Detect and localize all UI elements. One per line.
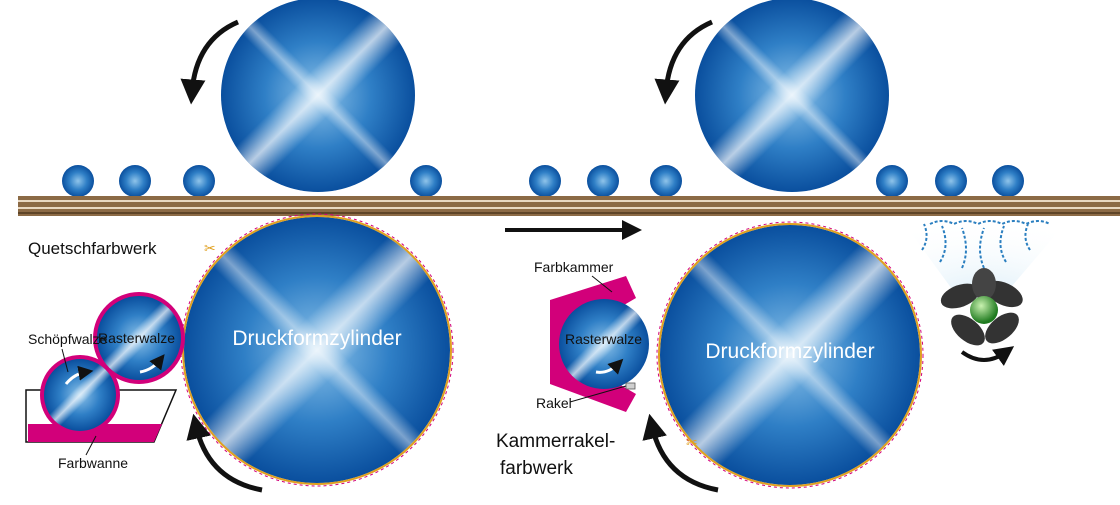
label-quetschfarbwerk: Quetschfarbwerk: [28, 239, 157, 258]
tape-mark-icon: ✂: [204, 240, 216, 256]
guide-roller: [935, 165, 967, 197]
roller-rotation-arrow: [139, 354, 165, 374]
leader-line: [85, 435, 97, 456]
rotation-arrow-top-right: [654, 19, 714, 105]
rotation-arrow-top-left: [180, 19, 240, 105]
guide-roller: [992, 165, 1024, 197]
guide-roller: [876, 165, 908, 197]
rotation-arrow-bottom-left: [186, 413, 263, 493]
plate-cylinder-left-label: Druckformzylinder: [232, 327, 401, 350]
label-farbkammer: Farbkammer: [534, 259, 614, 275]
dryer-spray: [900, 218, 1070, 300]
plate-cylinder-left: [180, 213, 454, 487]
leader-line: [591, 275, 613, 293]
guide-rollers: [62, 165, 1024, 197]
impression-cylinder-right: [695, 0, 889, 192]
roller-rotation-arrow: [595, 358, 624, 375]
label-rasterwalze-left: Rasterwalze: [98, 330, 175, 346]
guide-roller: [183, 165, 215, 197]
label-farbwanne: Farbwanne: [58, 455, 128, 471]
guide-roller: [587, 165, 619, 197]
impression-cylinder-left: [221, 0, 415, 192]
anilox-roller-right: [559, 299, 649, 389]
label-schoepfwalze: Schöpfwalze: [28, 331, 108, 347]
label-kammerrakel-line1: Kammerrakel-: [496, 431, 615, 452]
rotation-arrow-fan: [960, 346, 1015, 366]
roller-rotation-arrow: [64, 365, 94, 385]
tape-mark-icon: ✂: [686, 434, 698, 450]
label-kammerrakel-line2: farbwerk: [500, 458, 573, 479]
guide-roller: [529, 165, 561, 197]
leader-line: [61, 348, 69, 373]
rotation-arrow-bottom-right: [642, 413, 719, 493]
substrate-web: [18, 196, 1120, 216]
guide-roller: [62, 165, 94, 197]
doctor-blade: [625, 382, 636, 390]
guide-roller: [119, 165, 151, 197]
plate-cylinder-right: [656, 221, 924, 489]
label-rasterwalze-right: Rasterwalze: [565, 331, 642, 347]
fountain-roller: [40, 355, 120, 435]
guide-roller: [650, 165, 682, 197]
leader-line: [569, 385, 627, 403]
blower-fan-icon: [940, 268, 1023, 346]
label-rakel: Rakel: [536, 395, 572, 411]
guide-roller: [410, 165, 442, 197]
plate-cylinder-right-label: Druckformzylinder: [705, 340, 874, 363]
